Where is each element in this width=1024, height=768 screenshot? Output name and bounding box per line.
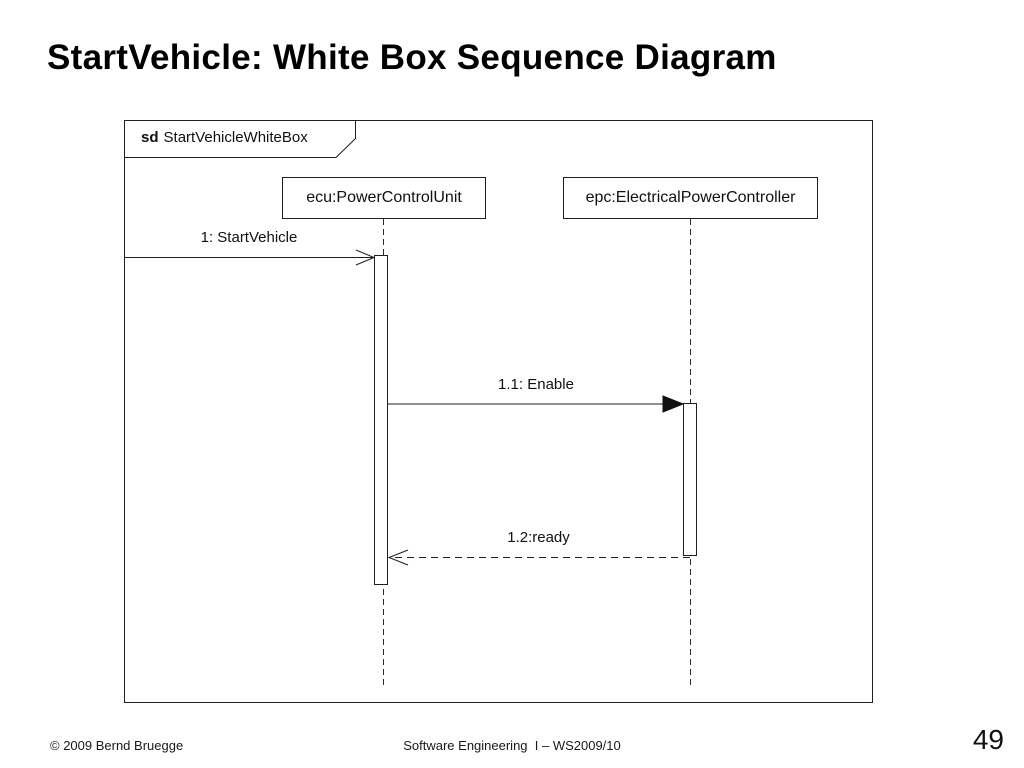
lifeline-head-label-epc: epc:ElectricalPowerController [585, 189, 796, 206]
message-label-enable: 1.1: Enable [498, 376, 574, 393]
message-label-startvehicle: 1: StartVehicle [200, 229, 298, 246]
lifeline-head-label-ecu: ecu:PowerControlUnit [306, 189, 462, 206]
arrowhead-filled-enable [662, 395, 685, 413]
frame-border [124, 120, 873, 703]
activation-bar-epc [683, 403, 697, 556]
footer-page-number: 49 [972, 724, 1004, 755]
message-label-ready: 1.2:ready [507, 529, 570, 546]
frame-keyword: sd [141, 129, 159, 146]
arrowhead-open-startvehicle [355, 249, 376, 266]
frame-tab-shape [124, 120, 356, 158]
arrowhead-open-ready [387, 549, 409, 566]
lifeline-head-box-ecu [282, 177, 486, 219]
footer-course: Software Engineering I – WS2009/10 [403, 738, 621, 753]
page-title: StartVehicle: White Box Sequence Diagram [47, 38, 777, 77]
activation-bar-ecu [374, 255, 388, 585]
frame-name: StartVehicleWhiteBox [163, 129, 308, 146]
footer-copyright: © 2009 Bernd Bruegge [50, 738, 184, 753]
lifeline-head-box-epc [563, 177, 818, 219]
